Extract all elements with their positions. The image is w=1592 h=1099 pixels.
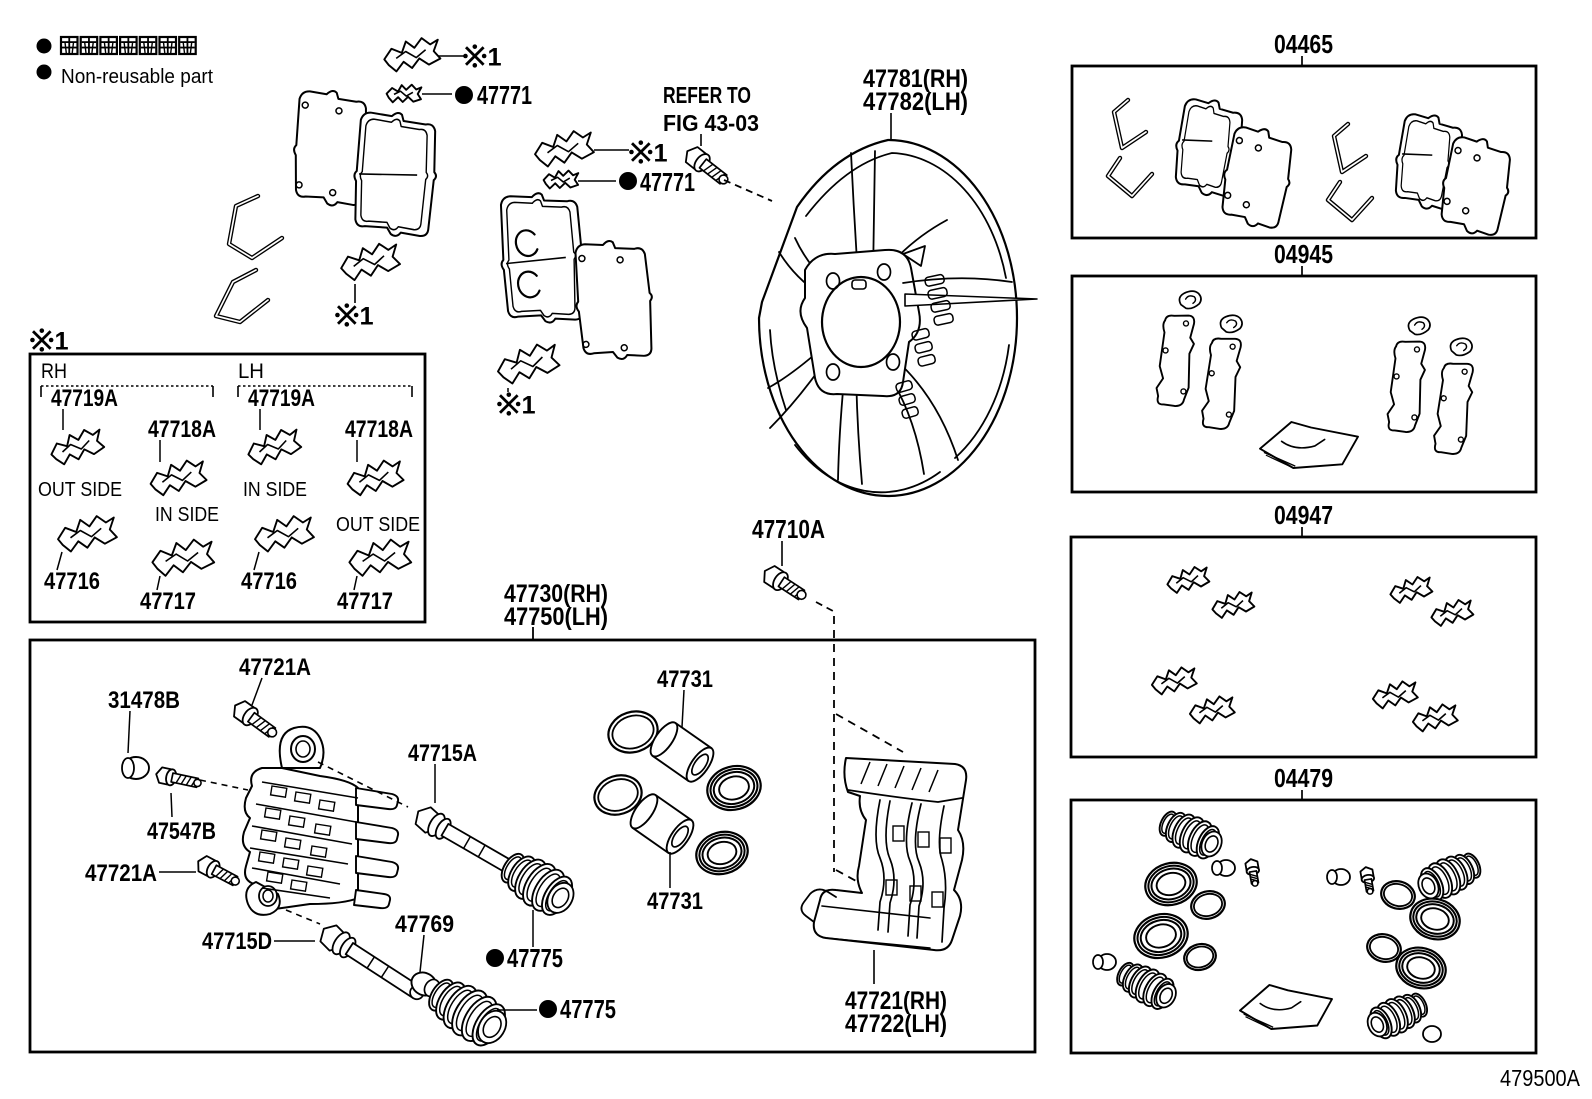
svg-text:47782(LH): 47782(LH) [863,88,968,116]
svg-text:1: 1 [54,327,68,355]
svg-text:1: 1 [487,43,501,71]
svg-text:47718A: 47718A [345,416,413,443]
svg-text:47715D: 47715D [202,928,272,955]
svg-text:04945: 04945 [1274,239,1333,269]
svg-text:47771: 47771 [640,167,695,197]
svg-text:47547B: 47547B [147,818,216,845]
svg-text:47717: 47717 [337,588,393,615]
svg-text:OUT SIDE: OUT SIDE [38,479,122,501]
svg-text:47719A: 47719A [248,385,315,412]
svg-text:1: 1 [359,302,373,330]
svg-text:47750(LH): 47750(LH) [504,603,608,631]
svg-text:47731: 47731 [647,888,703,915]
svg-text:47716: 47716 [241,568,297,595]
svg-text:REFER TO: REFER TO [663,82,751,108]
svg-text:47719A: 47719A [51,385,118,412]
svg-text:04947: 04947 [1274,500,1333,530]
svg-text:47710A: 47710A [752,514,825,544]
svg-text:47771: 47771 [477,80,532,110]
svg-text:47730(RH): 47730(RH) [504,580,608,608]
svg-text:47716: 47716 [44,568,100,595]
svg-text:47775: 47775 [507,943,563,973]
svg-text:47769: 47769 [395,911,454,938]
svg-text:1: 1 [521,391,535,419]
svg-text:IN SIDE: IN SIDE [155,504,219,526]
svg-text:47717: 47717 [140,588,196,615]
svg-text:FIG 43-03: FIG 43-03 [663,110,759,136]
svg-text:04465: 04465 [1274,29,1333,59]
svg-text:IN SIDE: IN SIDE [243,479,307,501]
svg-text:47722(LH): 47722(LH) [845,1010,947,1038]
svg-text:04479: 04479 [1274,763,1333,793]
svg-text:47718A: 47718A [148,416,216,443]
svg-text:47715A: 47715A [408,740,477,767]
svg-text:47721(RH): 47721(RH) [845,987,947,1015]
svg-text:RH: RH [41,360,67,383]
svg-text:1: 1 [653,139,667,167]
svg-text:Non-reusable part: Non-reusable part [61,66,213,88]
svg-text:LH: LH [238,360,264,383]
svg-text:47781(RH): 47781(RH) [863,65,968,93]
svg-text:47721A: 47721A [239,654,311,681]
svg-text:OUT SIDE: OUT SIDE [336,514,420,536]
svg-text:479500A: 479500A [1500,1065,1581,1091]
svg-text:47775: 47775 [560,994,616,1024]
svg-text:47731: 47731 [657,666,713,693]
svg-text:31478B: 31478B [108,687,180,714]
svg-text:47721A: 47721A [85,860,157,887]
